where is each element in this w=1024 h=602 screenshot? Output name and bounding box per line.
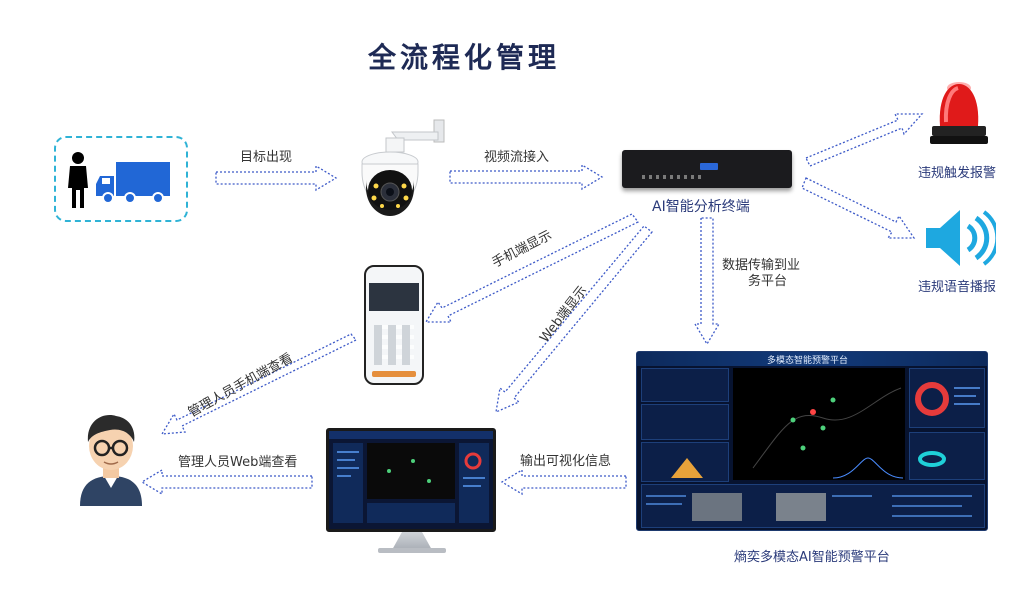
arrow-web-display	[495, 225, 653, 414]
monitor-icon	[326, 428, 496, 532]
label-data-transfer-1: 数据传输到业	[722, 258, 801, 273]
person-icon	[68, 152, 170, 208]
label-stream-access: 视频流接入	[484, 150, 550, 165]
label-manager-web: 管理人员Web端查看	[178, 455, 298, 470]
platform-dashboard: 多模态智能预警平台	[636, 351, 988, 531]
platform-label: 熵奕多模态AI智能预警平台	[734, 550, 890, 565]
violation-voice-label: 违规语音播报	[918, 280, 997, 295]
dashboard-title: 多模态智能预警平台	[767, 356, 849, 366]
arrow-manager-web	[140, 468, 313, 496]
dash-panel	[641, 404, 729, 440]
speaker-icon	[920, 206, 1000, 270]
dash-map	[733, 368, 905, 480]
violation-alarm-label: 违规触发报警	[918, 166, 997, 181]
smartphone-icon	[364, 265, 424, 385]
dash-wave	[833, 457, 903, 479]
dash-panel	[909, 368, 985, 428]
monitor-base	[378, 548, 446, 553]
truck-icon	[96, 162, 170, 204]
target-node	[54, 136, 188, 222]
red-siren-icon	[928, 78, 990, 152]
dash-pyramid	[671, 458, 703, 478]
arrow-data-transfer	[693, 217, 721, 346]
dash-panel	[641, 484, 985, 528]
dash-panel	[909, 432, 985, 480]
arrow-output-visual	[500, 468, 627, 496]
label-target-appear: 目标出现	[240, 150, 293, 165]
dash-panel	[641, 368, 729, 402]
diagram-title: 全流程化管理	[368, 41, 561, 74]
ptz-camera-icon	[352, 116, 448, 220]
arrow-to-alarm	[805, 113, 924, 167]
monitor-stand	[392, 532, 432, 550]
label-data-transfer-2: 务平台	[748, 274, 788, 289]
ai-terminal-label: AI智能分析终端	[652, 199, 750, 215]
manager-avatar-icon	[76, 410, 146, 506]
arrow-stream-access	[449, 163, 604, 191]
arrow-to-speaker	[801, 177, 916, 239]
arrow-target-appear	[215, 164, 338, 192]
label-output-visual: 输出可视化信息	[520, 454, 612, 469]
nvr-device-icon	[622, 150, 792, 188]
arrow-mobile-display	[424, 213, 639, 323]
